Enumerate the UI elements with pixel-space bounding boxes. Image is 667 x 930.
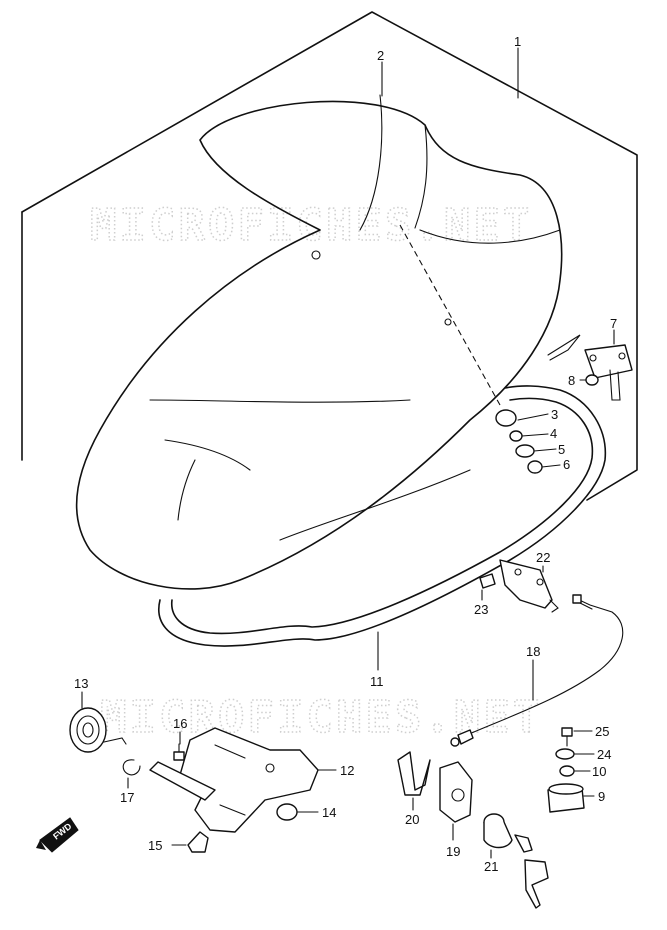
- callouts: 1 2 3 4 5 6 7 8 9 10 11 12 13 14 15 16 1…: [74, 34, 617, 874]
- callout-25: 25: [595, 724, 609, 739]
- callout-5: 5: [558, 442, 565, 457]
- nut-part-10: [559, 765, 575, 777]
- washer-part-5: [515, 444, 535, 458]
- callout-6: 6: [563, 457, 570, 472]
- watermark-bottom: MICROFICHES.NET: [100, 692, 542, 743]
- nut-part-8: [585, 374, 599, 386]
- callout-2: 2: [377, 48, 384, 63]
- bolt-part-16: [173, 743, 185, 761]
- callout-15: 15: [148, 838, 162, 853]
- latch-bracket-part-22: [499, 559, 559, 613]
- cushion-part-3: [495, 409, 517, 427]
- spring-part-13: [69, 707, 127, 753]
- lock-cylinder-part-21: [483, 813, 549, 909]
- callout-20: 20: [405, 812, 419, 827]
- grommet-part-14: [276, 803, 298, 821]
- callout-3: 3: [551, 407, 558, 422]
- callout-9: 9: [598, 789, 605, 804]
- callout-12: 12: [340, 763, 354, 778]
- callout-19: 19: [446, 844, 460, 859]
- leader-lines: [81, 47, 615, 859]
- nut-part-4: [509, 430, 523, 442]
- callout-8: 8: [568, 373, 575, 388]
- callout-23: 23: [474, 602, 488, 617]
- callout-16: 16: [173, 716, 187, 731]
- collar-part-9: [547, 783, 585, 813]
- callout-10: 10: [592, 764, 606, 779]
- callout-4: 4: [550, 426, 557, 441]
- callout-17: 17: [120, 790, 134, 805]
- callout-13: 13: [74, 676, 88, 691]
- bracket-part-7: [547, 334, 633, 401]
- callout-21: 21: [484, 859, 498, 874]
- callout-14: 14: [322, 805, 336, 820]
- seat-frame: [158, 385, 607, 647]
- callout-18: 18: [526, 644, 540, 659]
- bolt-part-25: [561, 727, 573, 747]
- seat-assembly: [75, 94, 563, 590]
- assembly-frame: [21, 11, 638, 501]
- bolt-part-23: [479, 573, 496, 589]
- cap-part-15: [187, 831, 209, 853]
- cover-part-19: [439, 761, 473, 823]
- callout-24: 24: [597, 747, 611, 762]
- washer-part-24: [555, 748, 575, 760]
- lever-part-12: [149, 727, 319, 833]
- clip-part-17: [122, 759, 141, 776]
- callout-22: 22: [536, 550, 550, 565]
- callout-11: 11: [370, 674, 384, 689]
- hinge-line: [399, 224, 501, 406]
- nut-part-6: [527, 460, 543, 474]
- plate-part-20: [397, 751, 431, 796]
- fwd-arrow-icon: FWD: [36, 817, 79, 853]
- callout-1: 1: [514, 34, 521, 49]
- cable-part-18: [450, 594, 624, 747]
- callout-7: 7: [610, 316, 617, 331]
